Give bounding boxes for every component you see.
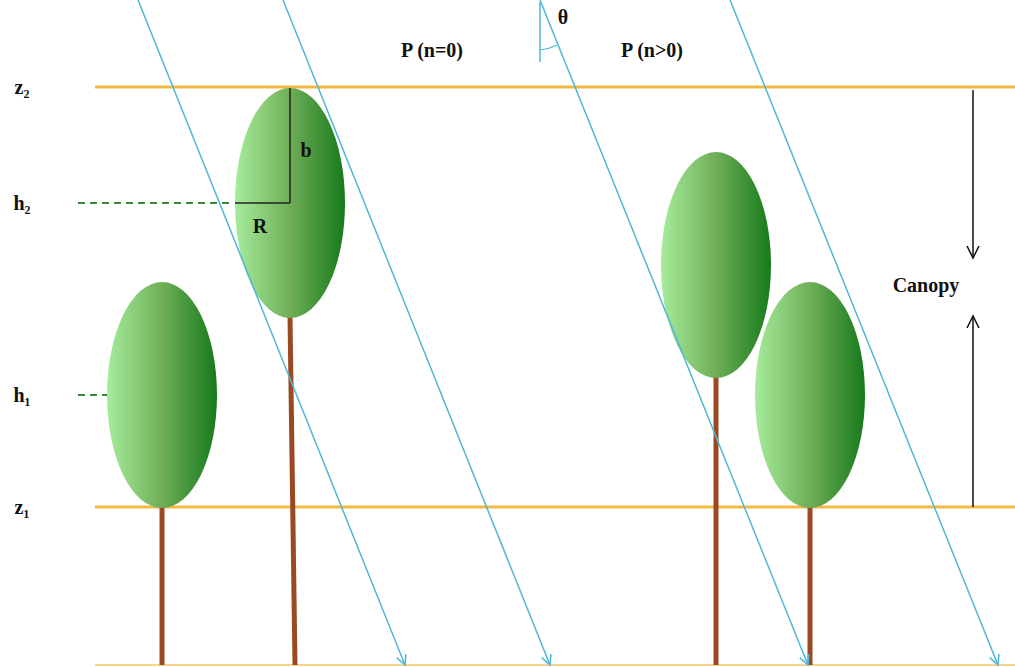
probability-label: P (n>0) [621,40,683,60]
angle-symbol: θ [558,7,568,27]
layer-label: Canopy [893,275,960,295]
axis-label: R [253,216,267,236]
height-label: h₂ [13,193,30,213]
height-label: z₁ [15,497,30,517]
height-label: z₂ [15,77,30,97]
probability-label: P (n=0) [401,40,463,60]
height-label: h₁ [13,385,30,405]
axis-label: b [300,140,311,160]
